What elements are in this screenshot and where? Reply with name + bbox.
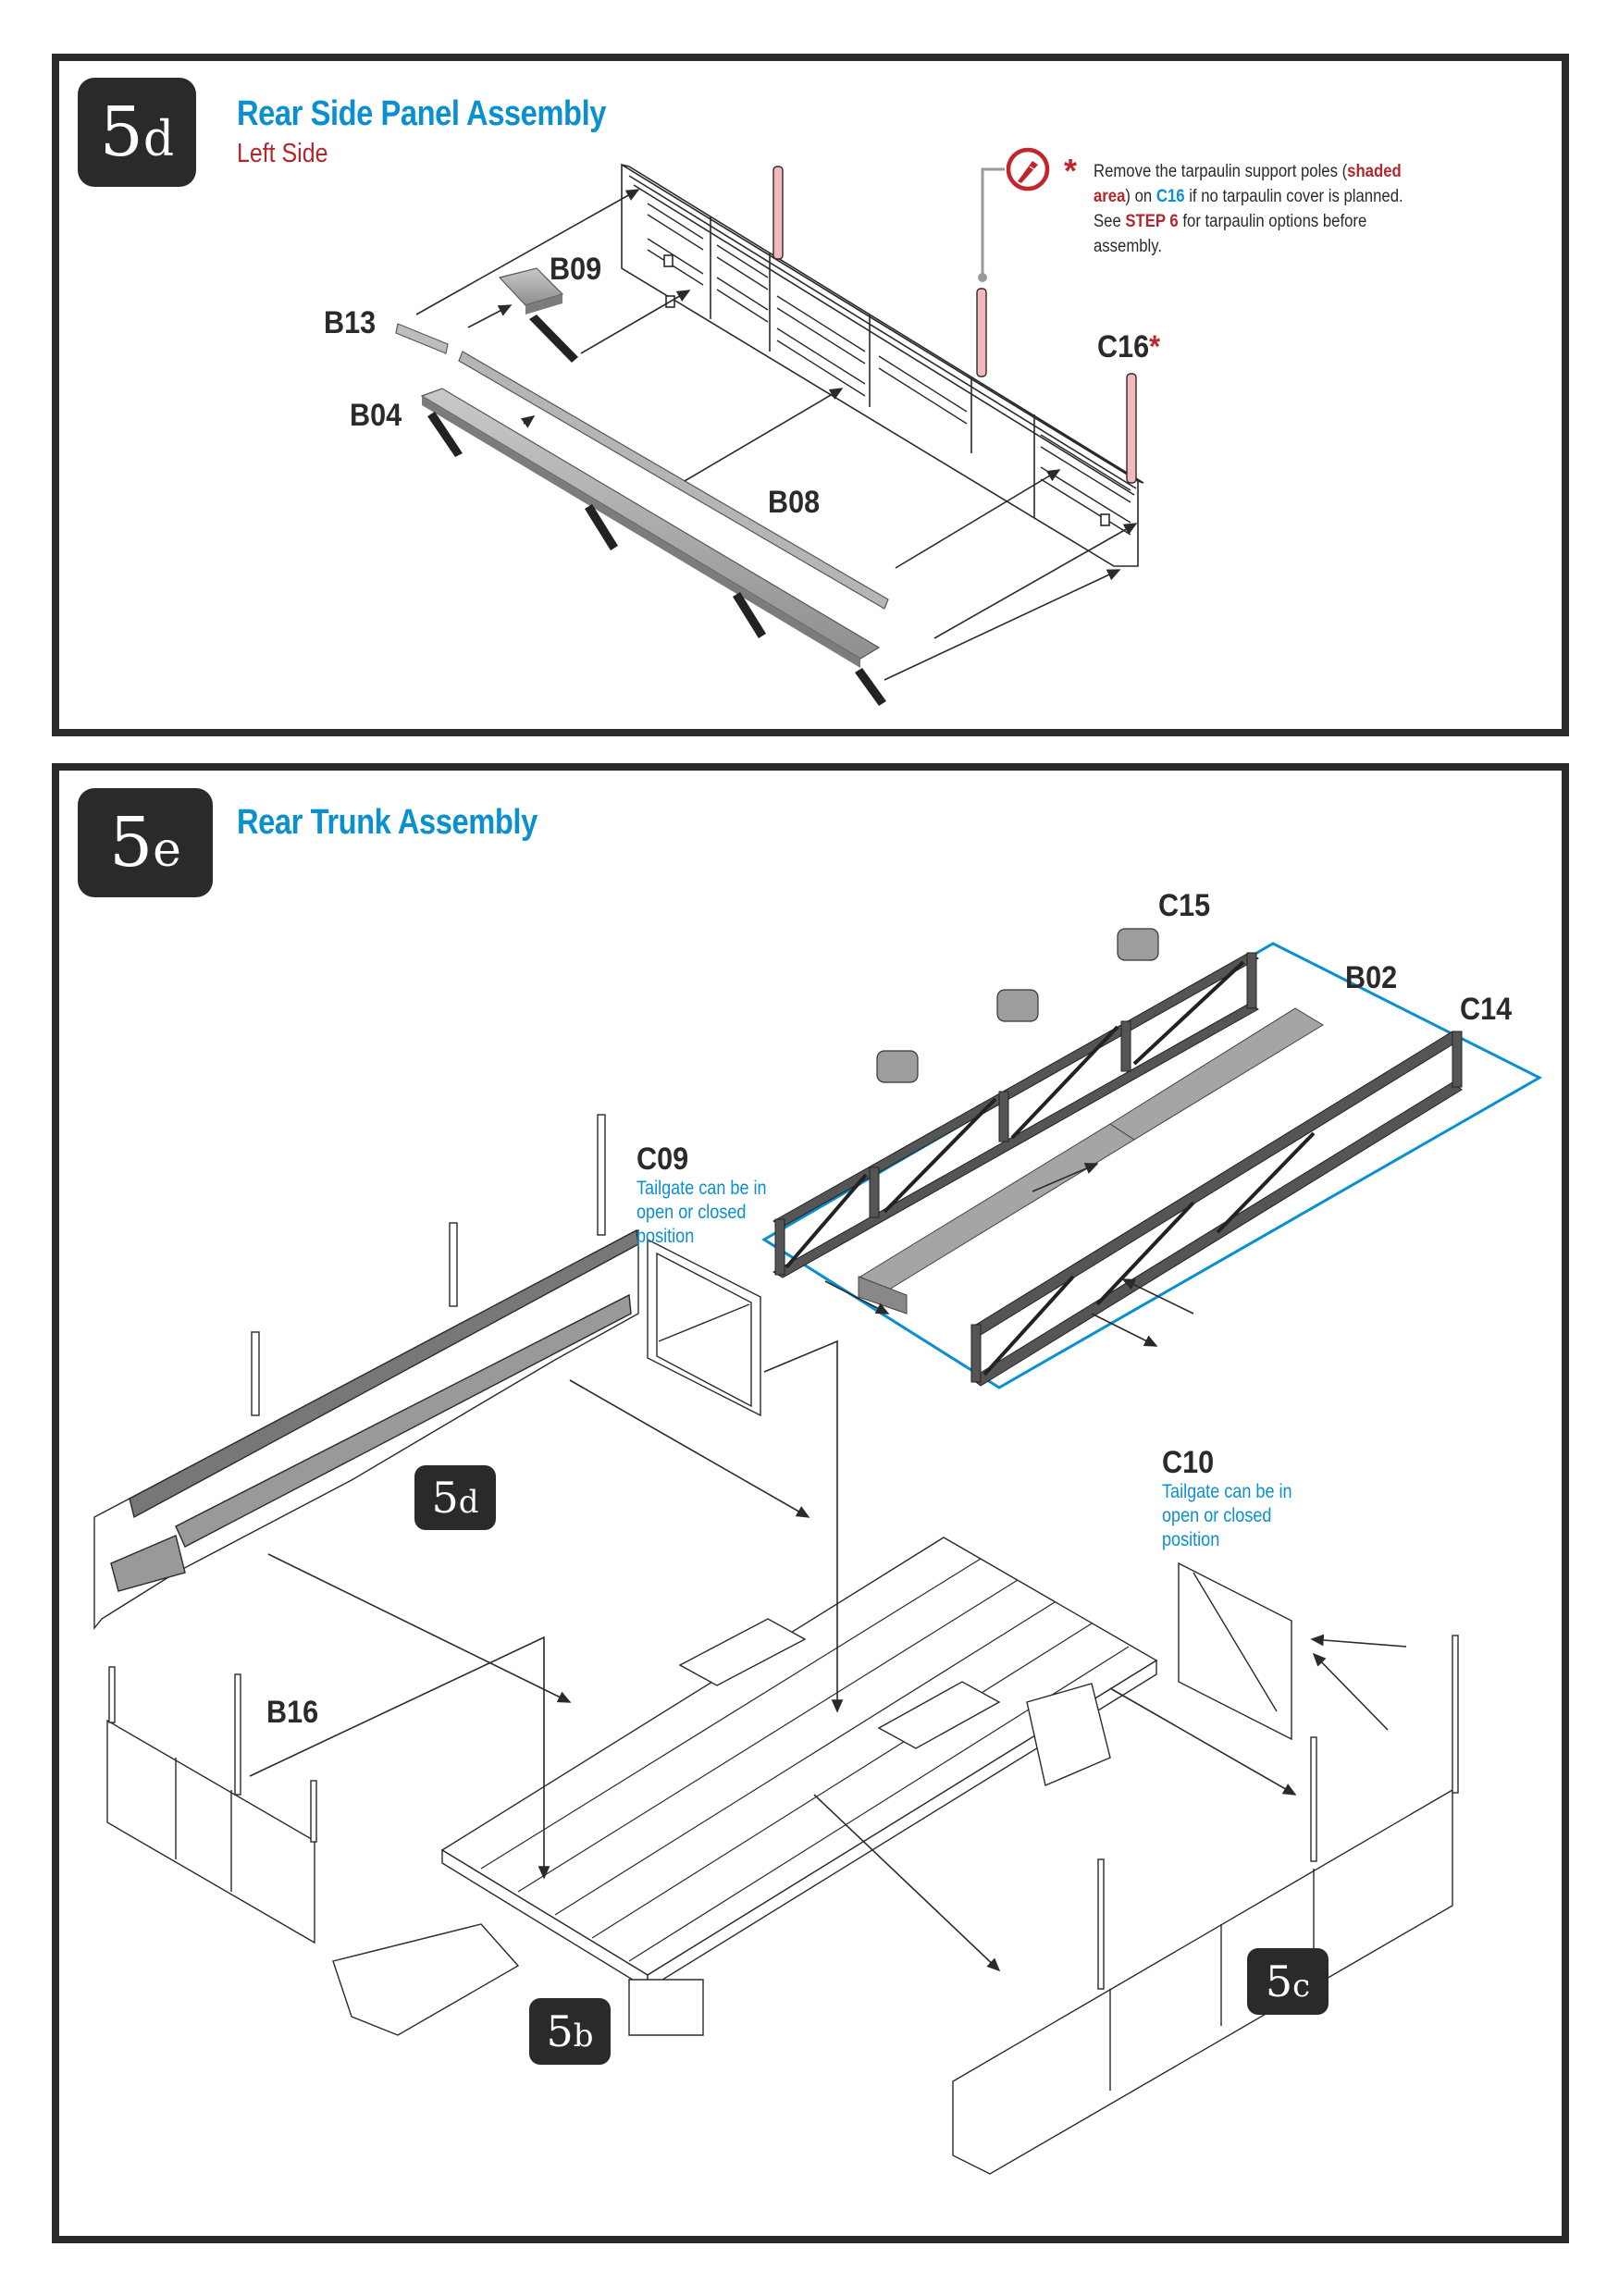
part-label-b02: B02	[1345, 960, 1398, 995]
c10-tailgate-note: Tailgate can be in open or closed positi…	[1162, 1480, 1292, 1552]
part-label-c10: C10	[1162, 1445, 1215, 1480]
step-subtitle-5d: Left Side	[237, 139, 328, 168]
badge-letter: d	[458, 1484, 479, 1521]
note-step-ref: STEP 6	[1125, 212, 1179, 231]
note-leader-line	[981, 167, 1005, 276]
part-b08	[458, 351, 889, 610]
c16-star: *	[1149, 329, 1161, 364]
part-label-b16: B16	[266, 1695, 319, 1730]
tarpaulin-poles-shaded	[772, 166, 1137, 484]
part-c09	[647, 1238, 761, 1417]
note-line: position	[1162, 1529, 1220, 1550]
badge-letter: b	[573, 2018, 594, 2055]
part-label-c14: C14	[1460, 992, 1513, 1027]
note-line: Tailgate can be in	[636, 1178, 767, 1199]
step-badge-number: 5	[99, 93, 143, 172]
assembly-arrows	[415, 189, 1138, 681]
note-text: assembly.	[1094, 237, 1163, 256]
c09-tailgate-note: Tailgate can be in open or closed positi…	[636, 1177, 767, 1249]
step-title-5d: Rear Side Panel Assembly	[237, 94, 606, 133]
note-highlight: shaded	[1347, 162, 1402, 181]
step-badge-number: 5	[109, 803, 154, 883]
side-panel-c16	[621, 163, 1144, 567]
part-label-c16: C16*	[1097, 329, 1160, 365]
part-c14	[970, 1031, 1463, 1387]
badge-number: 5	[1265, 1957, 1293, 2006]
note-part-ref: C16	[1156, 187, 1185, 206]
part-b16	[106, 1666, 317, 1944]
sub-assembly-5d-panel	[93, 1114, 639, 1630]
part-b09	[498, 267, 578, 363]
part-label-b13: B13	[324, 305, 377, 340]
part-b02	[858, 1007, 1324, 1315]
part-label-b04: B04	[350, 398, 402, 433]
note-text: See	[1094, 212, 1126, 231]
sub-assembly-5c-panel	[952, 1635, 1459, 2175]
step-5d-illustration	[395, 163, 1144, 706]
part-label-b09: B09	[550, 252, 602, 287]
part-label-b08: B08	[768, 485, 821, 520]
hobby-knife-cut-icon	[1006, 147, 1050, 191]
c16-label-text: C16	[1097, 329, 1150, 364]
step-badge-letter: e	[153, 822, 181, 878]
note-text: Remove the tarpaulin support poles (	[1094, 162, 1348, 181]
note-line: open or closed	[636, 1202, 747, 1223]
note-star: *	[1064, 152, 1078, 190]
note-highlight: area	[1094, 187, 1126, 206]
note-text: if no tarpaulin cover is planned.	[1184, 187, 1403, 206]
step-title-5e: Rear Trunk Assembly	[237, 803, 538, 842]
note-text: for tarpaulin options before	[1178, 212, 1367, 231]
note-text: ) on	[1125, 187, 1156, 206]
note-line: position	[636, 1226, 695, 1247]
part-b04	[420, 388, 886, 706]
part-c10	[1178, 1562, 1292, 1741]
step-badge-letter: d	[142, 112, 175, 167]
part-c15	[772, 952, 1259, 1278]
note-line: open or closed	[1162, 1505, 1272, 1526]
badge-number: 5	[431, 1473, 459, 1523]
part-label-c15: C15	[1158, 888, 1211, 923]
part-label-c09: C09	[636, 1142, 689, 1177]
chassis-bed	[332, 1537, 1158, 2036]
tarpaulin-note: Remove the tarpaulin support poles (shad…	[1094, 159, 1468, 259]
part-b13	[395, 323, 449, 354]
note-line: Tailgate can be in	[1162, 1481, 1292, 1502]
seat-backs	[876, 928, 1159, 1083]
badge-number: 5	[546, 2006, 574, 2056]
assembly-arrows	[249, 1163, 1407, 1972]
badge-letter: c	[1292, 1968, 1311, 2005]
